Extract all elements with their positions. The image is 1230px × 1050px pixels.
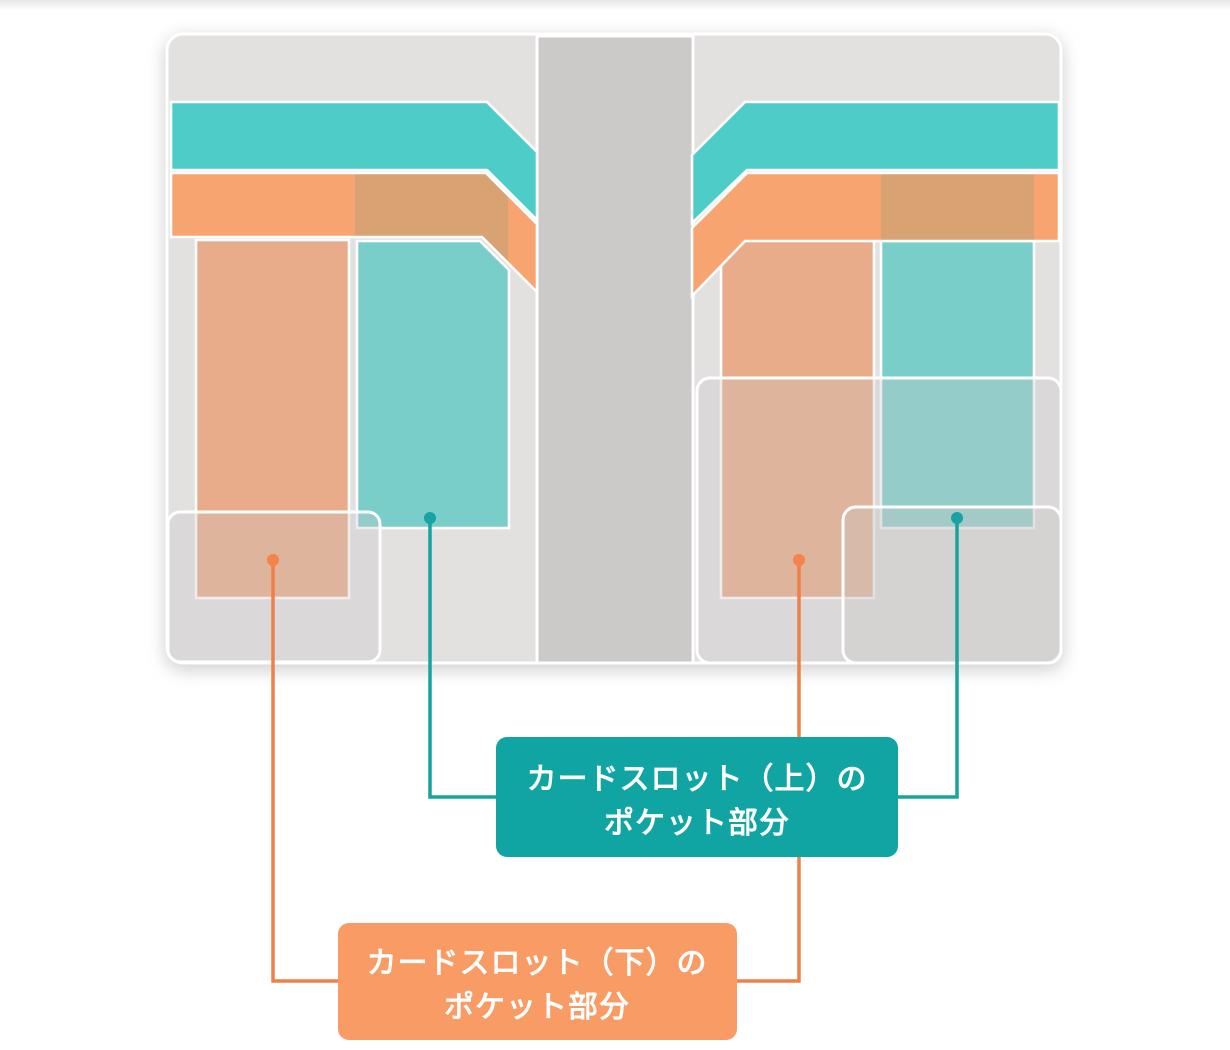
right-panel — [690, 100, 1063, 665]
card-slot-top-right — [879, 239, 1036, 530]
bottom-slot-dot-left — [267, 554, 279, 566]
leather-band-teal-right — [690, 100, 1061, 227]
top-slot-label-line1: カードスロット（上）の — [527, 762, 868, 797]
bottom-slot-label: カードスロット（下）の ポケット部分 — [338, 923, 737, 1040]
top-slot-connector-right — [894, 512, 963, 799]
card-slot-top-left — [355, 239, 511, 530]
top-slot-dot-right — [951, 512, 963, 524]
top-slot-dot-left — [424, 512, 436, 524]
top-slot-label-box — [496, 737, 898, 857]
top-slot-label-line2: ポケット部分 — [604, 806, 790, 841]
pocket-outline-small-right — [841, 505, 1063, 665]
wallet — [165, 32, 1063, 665]
bottom-slot-label-line2: ポケット部分 — [444, 990, 630, 1025]
wallet-spine — [535, 34, 695, 665]
bottom-slot-line-left — [271, 560, 342, 983]
top-slot-connector-left — [424, 512, 500, 799]
left-panel — [166, 100, 539, 664]
leather-band-orange-left-outline — [169, 171, 539, 296]
bottom-slot-dot-right — [793, 554, 805, 566]
band-overlap-right — [881, 173, 1034, 241]
top-slot-label: カードスロット（上）の ポケット部分 — [496, 737, 898, 857]
bottom-slot-label-box — [338, 923, 737, 1040]
leather-band-teal-left — [169, 100, 539, 224]
bottom-slot-label-line1: カードスロット（下）の — [367, 946, 708, 981]
bottom-slot-line-right — [733, 560, 801, 983]
bottom-slot-connector-right — [733, 554, 805, 983]
band-overlap-left — [355, 173, 508, 263]
card-slot-bottom-left — [194, 238, 351, 600]
bottom-slot-connector-left — [267, 554, 342, 983]
top-slot-line-right — [894, 518, 959, 799]
leather-band-orange-right-outline — [690, 171, 1061, 300]
top-slot-line-left — [428, 518, 500, 799]
page-top-shadow — [0, 0, 1230, 10]
